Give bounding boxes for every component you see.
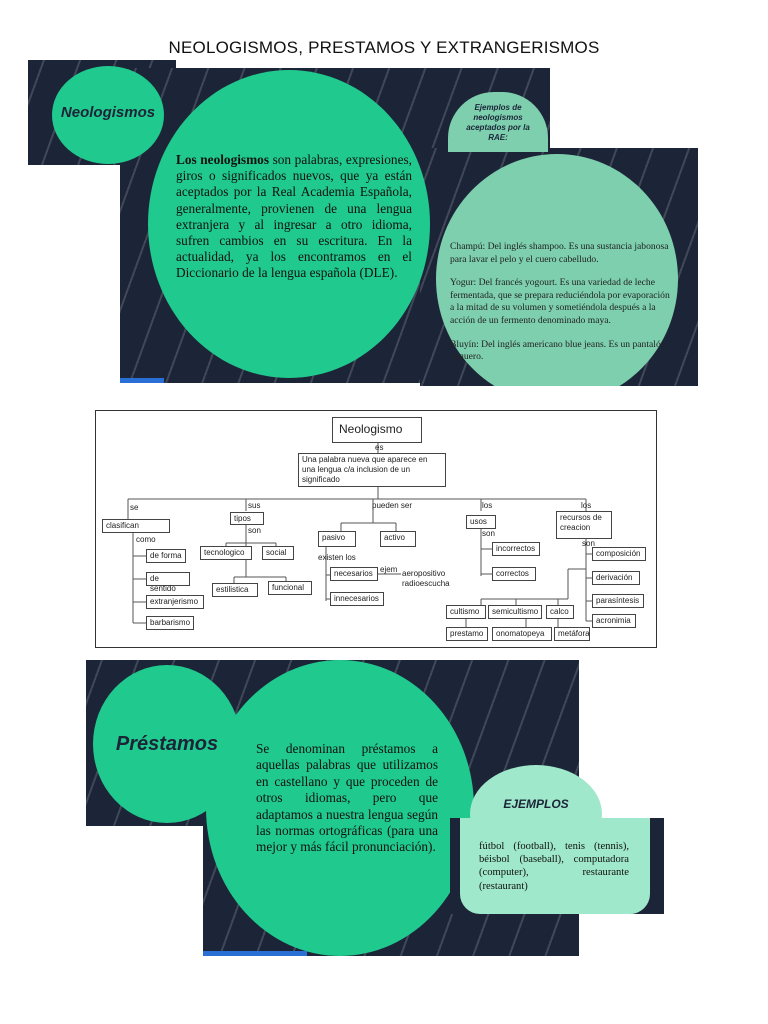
node-tipos: tipos xyxy=(230,512,264,525)
examples-list: Champú: Del inglés shampoo. Es una susta… xyxy=(450,241,672,364)
root-node: Neologismo xyxy=(332,417,422,443)
node-acronimia: acronimia xyxy=(592,614,636,628)
ejemplos-header: EJEMPLOS xyxy=(503,797,569,811)
node-correctos: correctos xyxy=(492,567,536,581)
label-pueden-ser: pueden ser xyxy=(372,501,413,510)
slide2-accent-bar xyxy=(203,951,307,956)
examples-header-capsule xyxy=(448,92,548,152)
example-bluyin: Bluyín: Del inglés americano blue jeans.… xyxy=(450,338,666,363)
node-onomatopeya: onomatopeya xyxy=(492,627,552,641)
concept-map: Neologismo es Una palabra nueva que apar… xyxy=(95,410,657,648)
ejemplo-necesarios: aeropositivo radioescucha xyxy=(402,569,450,588)
node-activo: activo xyxy=(380,531,416,547)
node-incorrectos: incorrectos xyxy=(492,542,540,556)
label-son-tipos: son xyxy=(248,526,261,535)
page-title: NEOLOGISMOS, PRESTAMOS Y EXTRANGERISMOS xyxy=(168,38,600,57)
node-extranjerismo: extranjerismo xyxy=(146,595,204,609)
examples-header: Ejemplos de neologismos aceptados por la… xyxy=(466,103,530,142)
neologismos-label: Neologismos xyxy=(60,104,156,121)
definition-text: son palabras, expresiones, giros o signi… xyxy=(176,152,412,281)
node-innecesarios: innecesarios xyxy=(330,592,384,606)
node-prestamo: prestamo xyxy=(446,627,488,641)
label-los-recursos: los xyxy=(581,501,592,510)
node-de-forma: de forma xyxy=(146,549,186,563)
node-semicultismo: semicultismo xyxy=(488,605,542,619)
definition-node: Una palabra nueva que aparece en una len… xyxy=(298,453,446,487)
label-los-usos: los xyxy=(482,501,493,510)
node-estilistica: estilistica xyxy=(212,583,258,597)
prestamos-label: Préstamos xyxy=(115,733,219,755)
node-parasintesis: parasíntesis xyxy=(592,594,644,608)
slide-accent-bar xyxy=(120,378,164,383)
node-pasivo: pasivo xyxy=(318,531,356,547)
definition-circle xyxy=(148,70,430,378)
label-existen-los: existen los xyxy=(318,553,356,562)
label-son-recursos: son xyxy=(582,539,595,548)
node-clasifican: clasifican xyxy=(102,519,170,533)
node-calco: calco xyxy=(546,605,574,619)
node-recursos: recursos de creacion xyxy=(556,511,612,539)
neologismos-definition: Los neologismos son palabras, expresione… xyxy=(176,152,412,282)
concept-map-lines xyxy=(127,443,592,627)
node-composicion: composición xyxy=(592,547,646,561)
node-cultismo: cultismo xyxy=(446,605,486,619)
node-de-sentido: de sentido xyxy=(146,572,190,593)
node-social: social xyxy=(262,546,294,560)
examples-circle xyxy=(436,154,678,404)
example-champu: Champú: Del inglés shampoo. Es una susta… xyxy=(450,241,669,265)
node-barbarismo: barbarismo xyxy=(146,616,194,630)
label-ejem: ejem xyxy=(380,565,398,574)
label-como: como xyxy=(136,535,156,544)
ejemplos-list: fútbol (football), tenis (tennis), béisb… xyxy=(479,841,629,892)
node-usos: usos xyxy=(466,515,496,529)
node-funcional: funcional xyxy=(268,581,312,595)
label-se: se xyxy=(130,503,139,512)
definition-bold: Los neologismos xyxy=(176,152,269,167)
node-tecnologico: tecnologico xyxy=(200,546,252,560)
label-son-usos: son xyxy=(482,529,495,538)
prestamos-definition: Se denominan préstamos a aquellas palabr… xyxy=(256,741,438,855)
label-es: es xyxy=(375,443,384,452)
prestamos-definition-circle xyxy=(206,660,474,956)
example-yogur: Yogur: Del francés yogourt. Es una varie… xyxy=(450,277,670,326)
node-derivacion: derivación xyxy=(592,571,640,585)
node-metafora: metáfora xyxy=(554,627,590,641)
neologismos-label-circle xyxy=(52,66,164,164)
ejemplos-box xyxy=(460,818,650,914)
node-necesarios: necesarios xyxy=(330,567,378,581)
slide2-crop xyxy=(206,956,506,996)
label-sus: sus xyxy=(248,501,261,510)
